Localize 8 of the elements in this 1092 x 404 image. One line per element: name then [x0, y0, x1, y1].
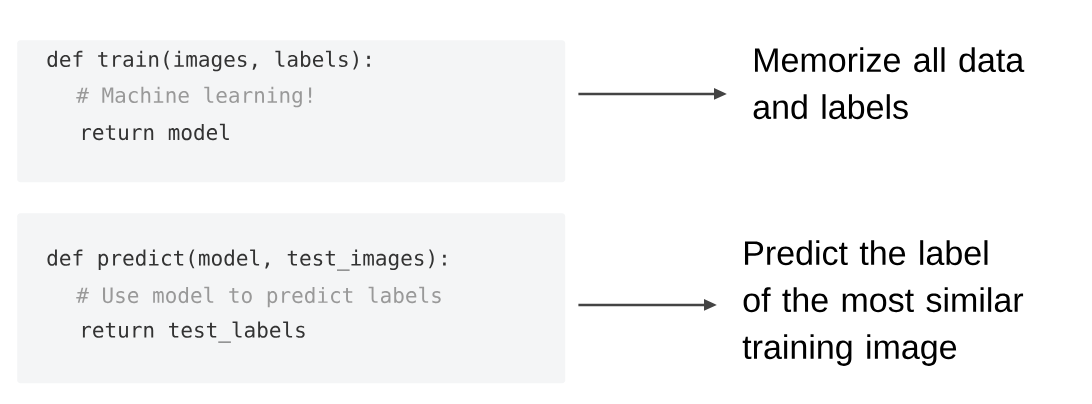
code-line: def train(images, labels):: [47, 50, 370, 72]
code-line: def predict(model, test_images):: [47, 249, 446, 271]
code-line: return test_labels: [82, 321, 305, 343]
description-text: Memorize all data and labels: [753, 47, 1025, 120]
code-line: # Machine learning!: [76, 86, 312, 108]
code-line: # Use model to predict labels: [76, 286, 441, 308]
description-text: Predict the label of the most similar training image: [742, 240, 1024, 366]
code-line: return model: [82, 123, 229, 141]
